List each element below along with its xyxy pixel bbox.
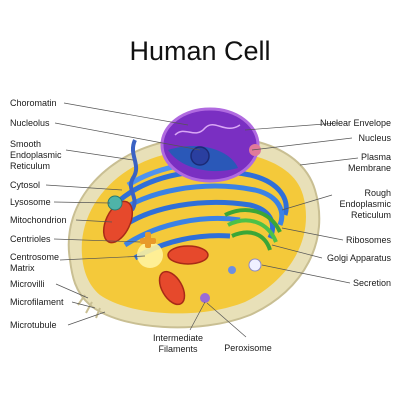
leader-lines — [45, 102, 359, 338]
mitochondrion-2 — [167, 245, 209, 265]
microvilli — [77, 294, 101, 319]
label-golgi: Golgi Apparatus — [327, 253, 392, 263]
label-centrosome-1: Centrosome — [10, 252, 59, 262]
label-rough-er-1: Rough — [364, 188, 391, 198]
bottom-labels: Intermediate Filaments Peroxisome — [153, 333, 272, 354]
vesicle — [228, 266, 236, 274]
right-labels: Nuclear Envelope Nucleus Plasma Membrane… — [320, 118, 392, 288]
peroxisome — [200, 293, 210, 303]
secretion-vesicle — [248, 258, 262, 272]
label-centrosome-2: Matrix — [10, 263, 35, 273]
label-ribosomes: Ribosomes — [346, 235, 392, 245]
label-smooth-er-2: Endoplasmic — [10, 150, 62, 160]
label-peroxisome: Peroxisome — [224, 343, 272, 353]
centrosome-matrix — [137, 242, 163, 268]
label-microvilli: Microvilli — [10, 279, 45, 289]
diagram-title: Human Cell — [129, 36, 271, 66]
centriole-2 — [145, 232, 151, 248]
label-nucleolus: Nucleolus — [10, 118, 50, 128]
label-cytosol: Cytosol — [10, 180, 40, 190]
label-secretion: Secretion — [353, 278, 391, 288]
chromatin — [174, 123, 241, 136]
label-nucleus: Nucleus — [358, 133, 391, 143]
nucleolus — [190, 146, 210, 166]
label-rough-er-3: Reticulum — [351, 210, 391, 220]
label-microtubule: Microtubule — [10, 320, 57, 330]
vesicle-2 — [249, 144, 261, 156]
label-smooth-er-1: Smooth — [10, 139, 41, 149]
label-smooth-er-3: Reticulum — [10, 161, 50, 171]
label-intermediate-2: Filaments — [158, 344, 198, 354]
lysosome — [107, 195, 123, 211]
golgi-apparatus — [224, 208, 282, 251]
label-choromatin: Choromatin — [10, 98, 57, 108]
smooth-endoplasmic-reticulum — [129, 139, 139, 212]
label-rough-er-2: Endoplasmic — [339, 199, 391, 209]
left-labels: Choromatin Nucleolus Smooth Endoplasmic … — [10, 98, 67, 330]
label-mitochondrion: Mitochondrion — [10, 215, 67, 225]
label-microfilament: Microfilament — [10, 297, 64, 307]
label-nuclear-envelope: Nuclear Envelope — [320, 118, 391, 128]
label-lysosome: Lysosome — [10, 197, 51, 207]
label-intermediate-1: Intermediate — [153, 333, 203, 343]
label-centrioles: Centrioles — [10, 234, 51, 244]
mitochondrion-3 — [158, 270, 186, 306]
label-plasma-2: Membrane — [348, 163, 391, 173]
mitochondrion — [102, 200, 134, 244]
label-plasma-1: Plasma — [361, 152, 391, 162]
cell-illustration — [67, 107, 321, 329]
